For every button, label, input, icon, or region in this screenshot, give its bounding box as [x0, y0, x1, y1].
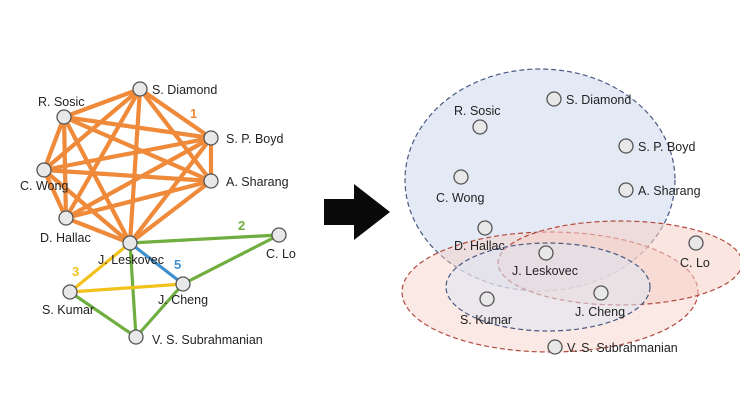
left-node-spboyd: [203, 130, 219, 146]
left-node-label-vss: V. S. Subrahmanian: [152, 333, 263, 347]
left-node-jleskovec: [122, 235, 138, 251]
right-node-clo: [688, 235, 704, 251]
right-node-jleskovec: [538, 245, 554, 261]
left-node-label-sdiamond: S. Diamond: [152, 83, 217, 97]
edge-jleskovec-skumar: [68, 241, 132, 294]
edge-clo-jcheng: [181, 233, 281, 286]
right-node-label-skumar: S. Kumar: [460, 313, 512, 327]
right-node-dhallac: [477, 220, 493, 236]
edge-asharang-dhallac: [63, 178, 214, 221]
right-node-cwong: [453, 169, 469, 185]
right-node-spboyd: [618, 138, 634, 154]
edge-rsosic-cwong: [41, 114, 67, 173]
edge-sdiamond-jleskovec: [127, 86, 143, 246]
right-node-label-jleskovec: J. Leskovec: [512, 264, 578, 278]
edge-rsosic-spboyd: [61, 114, 214, 141]
edge-label-5: 5: [174, 257, 181, 272]
edge-cwong-jleskovec: [41, 167, 133, 246]
left-node-vss: [128, 329, 144, 345]
edge-dhallac-jleskovec: [63, 215, 133, 246]
left-node-clo: [271, 227, 287, 243]
right-arrow-icon: [324, 184, 390, 240]
right-node-sdiamond: [546, 91, 562, 107]
left-node-label-cwong: C. Wong: [20, 179, 68, 193]
edge-label-2: 2: [238, 218, 245, 233]
cluster-blue-small: [445, 242, 651, 332]
left-node-label-dhallac: D. Hallac: [40, 231, 91, 245]
left-node-label-spboyd: S. P. Boyd: [226, 132, 283, 146]
left-graph-nodes: S. Diamond R. Sosic S. P. Boyd C. Wong A. Sh…: [20, 81, 296, 347]
edge-cwong-asharang: [41, 167, 214, 184]
right-node-label-sdiamond: S. Diamond: [566, 93, 631, 107]
left-node-label-asharang: A. Sharang: [226, 175, 289, 189]
right-node-label-cwong: C. Wong: [436, 191, 484, 205]
left-node-rsosic: [56, 109, 72, 125]
right-node-asharang: [618, 182, 634, 198]
edge-sdiamond-rsosic: [61, 86, 143, 120]
edge-jcheng-vss: [134, 282, 185, 339]
edge-sdiamond-spboyd: [137, 86, 214, 141]
left-node-cwong: [36, 162, 52, 178]
edge-cwong-dhallac: [41, 167, 69, 221]
edge-jleskovec-clo: [128, 233, 281, 245]
edge-jleskovec-vss: [128, 241, 138, 339]
edge-skumar-jcheng: [68, 282, 185, 294]
left-node-label-clo: C. Lo: [266, 247, 296, 261]
left-node-jcheng: [175, 276, 191, 292]
right-node-label-asharang: A. Sharang: [638, 184, 701, 198]
edge-rsosic-jleskovec: [61, 114, 133, 246]
right-node-label-spboyd: S. P. Boyd: [638, 140, 695, 154]
edge-skumar-vss: [68, 290, 138, 339]
right-node-skumar: [479, 291, 495, 307]
left-node-sdiamond: [132, 81, 148, 97]
left-node-asharang: [203, 173, 219, 189]
right-node-label-vss: V. S. Subrahmanian: [567, 341, 678, 355]
right-node-vss: [547, 339, 563, 355]
community-clusters: [401, 68, 740, 353]
edge-label-3: 3: [72, 264, 79, 279]
edge-label-1: 1: [190, 106, 197, 121]
right-node-rsosic: [472, 119, 488, 135]
left-node-label-jcheng: J. Cheng: [158, 293, 208, 307]
right-node-label-clo: C. Lo: [680, 256, 710, 270]
edge-weight-labels: 1 2 3 5: [72, 106, 245, 279]
left-graph-edges: [41, 86, 281, 339]
edge-asharang-jleskovec: [127, 178, 214, 246]
left-node-label-jleskovec: J. Leskovec: [98, 253, 164, 267]
left-node-label-rsosic: R. Sosic: [38, 95, 85, 109]
left-node-label-skumar: S. Kumar: [42, 303, 94, 317]
right-node-label-dhallac: D. Hallac: [454, 239, 505, 253]
edge-jleskovec-jcheng: [128, 241, 185, 286]
right-node-label-jcheng: J. Cheng: [575, 305, 625, 319]
right-node-jcheng: [593, 285, 609, 301]
left-node-dhallac: [58, 210, 74, 226]
left-node-skumar: [62, 284, 78, 300]
right-node-label-rsosic: R. Sosic: [454, 104, 501, 118]
right-graph-nodes: R. Sosic S. Diamond S. P. Boyd C. Wong A. Sh…: [436, 91, 710, 355]
edge-spboyd-cwong: [41, 135, 214, 173]
